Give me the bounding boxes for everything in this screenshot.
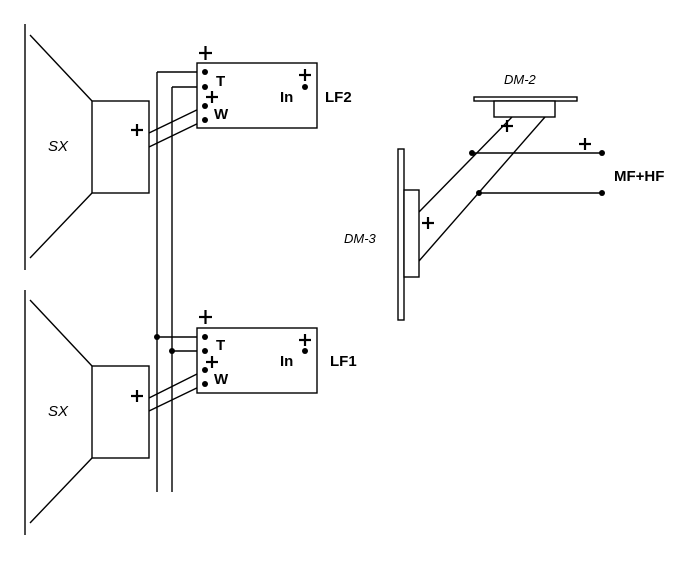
speaker-wires (148, 105, 206, 412)
lf1-t-label: T (216, 337, 225, 354)
lf1-name: LF1 (330, 353, 357, 370)
bus-wires (154, 71, 205, 492)
lf1-w-label: W (214, 371, 229, 388)
mf-hf-plus-icon (579, 138, 591, 150)
speaker-upper: SX (24, 24, 150, 270)
module-lf1: T W In LF1 (196, 310, 357, 394)
mf-hf-label: MF+HF (614, 168, 664, 185)
dm3-label: DM-3 (344, 231, 377, 246)
lf2-w-plus-icon (206, 91, 218, 103)
lf2-w-label: W (214, 106, 229, 123)
speaker-upper-label: SX (48, 138, 69, 155)
speaker-lower: SX (24, 290, 150, 535)
module-lf2: T W In LF2 (196, 46, 352, 129)
driver-dm3: DM-3 (344, 148, 434, 321)
lf2-in-label: In (280, 89, 293, 106)
lf2-t-label: T (216, 73, 225, 90)
lf2-in-plus-icon (299, 69, 311, 81)
lf2-top-plus-icon (199, 46, 212, 60)
mf-hf-wires: MF+HF (418, 116, 664, 262)
lf1-in-plus-icon (299, 334, 311, 346)
dm3-plus-icon (422, 217, 434, 229)
dm2-label: DM-2 (504, 72, 537, 87)
lf1-w-plus-icon (206, 356, 218, 368)
speaker-upper-plus-icon (131, 124, 143, 136)
speaker-lower-plus-icon (131, 390, 143, 402)
lf1-in-label: In (280, 353, 293, 370)
lf1-top-plus-icon (199, 310, 212, 324)
driver-dm2: DM-2 (473, 72, 578, 132)
speaker-lower-label: SX (48, 403, 69, 420)
lf2-name: LF2 (325, 89, 352, 106)
